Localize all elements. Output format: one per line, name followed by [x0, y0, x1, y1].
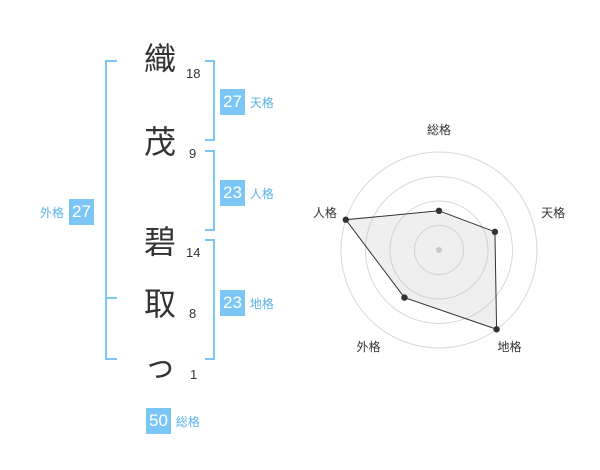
tenkaku-value: 27 — [220, 89, 245, 115]
gaikaku-label: 外格 — [40, 205, 65, 220]
chikaku-value: 23 — [220, 290, 245, 316]
chikaku-badge: 23 地格 — [220, 290, 274, 316]
tenkaku-label: 天格 — [249, 95, 274, 110]
soukaku-badge: 50 総格 — [146, 408, 200, 434]
radar-ring — [389, 200, 489, 300]
jinkaku-bracket — [205, 150, 215, 231]
stroke-count-1: 18 — [186, 66, 201, 81]
radar-point-4 — [401, 294, 408, 301]
chikaku-bracket — [205, 239, 215, 360]
jinkaku-label: 人格 — [249, 186, 274, 201]
radar-ring — [365, 176, 513, 324]
radar-ring — [414, 225, 464, 275]
radar-point-3 — [493, 326, 500, 333]
stroke-count-4: 8 — [189, 306, 197, 321]
tenkaku-bracket — [205, 60, 215, 141]
radar-point-1 — [435, 207, 443, 214]
chikaku-label: 地格 — [249, 296, 274, 311]
stroke-count-3: 14 — [186, 245, 201, 260]
gaikaku-value: 27 — [69, 199, 94, 225]
stroke-count-5: 1 — [190, 367, 198, 382]
gaikaku-bracket — [105, 60, 117, 360]
name-char-2: 茂 — [143, 123, 176, 161]
name-char-4: 取 — [143, 285, 176, 323]
radar-axis-label-2: 天格 — [541, 205, 565, 220]
radar-axis-label-5: 人格 — [313, 205, 337, 220]
soukaku-label: 総格 — [175, 414, 200, 429]
tenkaku-badge: 27 天格 — [220, 89, 274, 115]
radar-axis-label-3: 地格 — [498, 339, 522, 354]
name-char-5: っ — [143, 347, 176, 385]
name-char-1: 織 — [143, 40, 176, 78]
radar-center — [436, 247, 442, 253]
radar-point-2 — [491, 228, 499, 236]
soukaku-value: 50 — [146, 408, 171, 434]
gaikaku-badge: 外格 27 — [40, 199, 94, 225]
jinkaku-badge: 23 人格 — [220, 180, 274, 206]
name-char-3: 碧 — [143, 223, 176, 261]
radar-axis-label-1: 総格 — [427, 122, 451, 137]
radar-series-area — [344, 210, 498, 330]
radar-axis-label-4: 外格 — [356, 339, 380, 354]
jinkaku-value: 23 — [220, 180, 245, 206]
radar-point-5 — [342, 216, 349, 223]
radar-ring — [340, 151, 538, 349]
stroke-count-2: 9 — [189, 146, 197, 161]
